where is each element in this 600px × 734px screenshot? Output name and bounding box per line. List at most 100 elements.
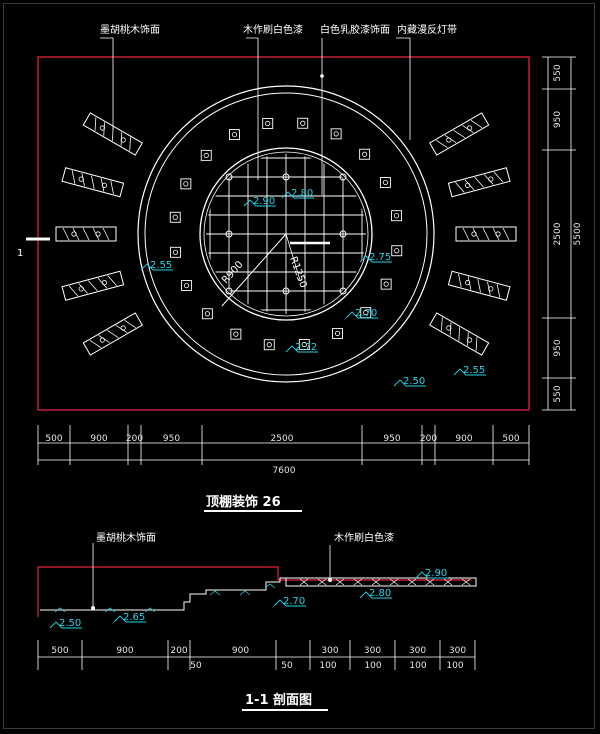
plan-levels: 2.902.802.752.552.702.722.502.55 bbox=[140, 188, 486, 387]
plan-level-symbol bbox=[140, 263, 173, 271]
sec-dim-top: 500 bbox=[51, 646, 68, 656]
downlight bbox=[228, 129, 240, 141]
plan-level-symbol bbox=[453, 368, 486, 376]
section-level-symbol bbox=[113, 615, 146, 623]
inner-circle bbox=[199, 147, 373, 321]
downlight-center bbox=[183, 282, 190, 289]
downlight bbox=[262, 118, 274, 129]
plan-level-symbol bbox=[345, 311, 378, 319]
plan-label-4: 内藏漫反灯带 bbox=[397, 23, 457, 36]
fin bbox=[82, 312, 143, 356]
sec-dim-bottom: 100 bbox=[409, 661, 426, 671]
downlight-center bbox=[172, 249, 179, 255]
downlight-center bbox=[334, 330, 341, 337]
dim-right-value: 550 bbox=[553, 385, 563, 402]
downlights bbox=[169, 117, 403, 351]
plan-level: 2.70 bbox=[355, 308, 377, 319]
outer-ring bbox=[137, 85, 435, 383]
fin-lamp bbox=[466, 125, 473, 131]
plan-label-2: 木作刷白色漆 bbox=[243, 23, 303, 36]
fin-hatch bbox=[89, 339, 102, 349]
dim-bottom-value: 500 bbox=[502, 434, 519, 444]
section-leaders bbox=[92, 543, 331, 610]
lamp-arc bbox=[264, 583, 276, 589]
board-hatch bbox=[353, 578, 363, 586]
plan-level: 2.80 bbox=[291, 188, 313, 199]
plan-label-3: 白色乳胶漆饰面 bbox=[320, 23, 390, 36]
fin bbox=[447, 167, 511, 198]
section-level: 2.80 bbox=[369, 588, 391, 599]
fin-hatch bbox=[107, 275, 117, 286]
sec-dim-top: 900 bbox=[116, 646, 133, 656]
downlight-center bbox=[265, 120, 271, 127]
downlight bbox=[201, 308, 213, 320]
fin-hatch bbox=[455, 182, 465, 193]
fin-lamp bbox=[446, 137, 452, 143]
fin-lamp bbox=[446, 325, 452, 331]
fin-body bbox=[429, 312, 490, 356]
downlight-center bbox=[383, 281, 389, 287]
fin bbox=[61, 270, 125, 301]
grid-lamp bbox=[339, 230, 347, 238]
fin-lamp bbox=[99, 337, 106, 343]
downlight-center bbox=[362, 151, 368, 157]
sec-dim-top: 200 bbox=[170, 646, 187, 656]
section-profile bbox=[40, 577, 476, 611]
plan-level: 2.55 bbox=[463, 365, 485, 376]
downlight bbox=[391, 245, 403, 257]
fin-lamp bbox=[466, 337, 473, 343]
downlight-center bbox=[183, 181, 189, 187]
fin-hatch bbox=[71, 170, 76, 184]
dim-right-value: 2500 bbox=[553, 222, 563, 245]
fin-lamp bbox=[464, 182, 471, 188]
dim-bottom-value: 950 bbox=[383, 434, 400, 444]
downlight bbox=[391, 210, 402, 222]
downlight bbox=[200, 149, 212, 161]
section-level: 2.65 bbox=[123, 612, 145, 623]
fin-body bbox=[82, 312, 143, 356]
fin-body bbox=[61, 167, 125, 198]
fin-hatch bbox=[91, 175, 95, 189]
downlight-center bbox=[204, 311, 210, 317]
fin bbox=[82, 112, 143, 156]
downlight bbox=[332, 327, 344, 339]
fin-lamp bbox=[120, 137, 126, 143]
fin-hatch bbox=[475, 337, 478, 351]
fin-lamp bbox=[101, 280, 108, 286]
fin-body bbox=[429, 112, 490, 156]
section-level-symbol bbox=[415, 571, 448, 579]
fin-lamp bbox=[78, 286, 84, 292]
fin-lamp bbox=[471, 231, 477, 237]
downlight-center bbox=[203, 152, 209, 158]
plan-level: 2.50 bbox=[403, 376, 425, 387]
fin-hatch bbox=[110, 180, 114, 195]
leader-dot-s2 bbox=[328, 578, 332, 582]
total-height: 5500 bbox=[573, 222, 583, 245]
board-hatch bbox=[389, 578, 399, 586]
sec-dim-bottom: 50 bbox=[281, 661, 293, 671]
fin-hatch bbox=[482, 227, 490, 241]
sec-dim-bottom: 100 bbox=[364, 661, 381, 671]
fin-hatch bbox=[106, 329, 119, 339]
fin-hatch bbox=[82, 227, 90, 241]
section-levels: 2.502.652.702.802.90 bbox=[49, 568, 448, 629]
fin-lamp bbox=[95, 231, 101, 237]
grid-lamp bbox=[282, 173, 290, 181]
lamp-arc bbox=[209, 590, 221, 596]
downlight-center bbox=[394, 248, 400, 254]
downlight-center bbox=[300, 120, 306, 126]
dim-right-value: 550 bbox=[553, 64, 563, 81]
plan-level-symbol bbox=[281, 191, 314, 199]
section-hatch bbox=[54, 578, 471, 613]
downlight bbox=[359, 148, 371, 160]
leader-dot-s1 bbox=[91, 606, 95, 610]
board-hatch bbox=[407, 578, 417, 586]
section-level: 2.50 bbox=[59, 618, 81, 629]
fin-lamp bbox=[78, 176, 84, 182]
downlight bbox=[379, 176, 391, 188]
fin-body bbox=[82, 112, 143, 156]
downlight-center bbox=[301, 341, 307, 348]
downlight-center bbox=[333, 131, 339, 137]
